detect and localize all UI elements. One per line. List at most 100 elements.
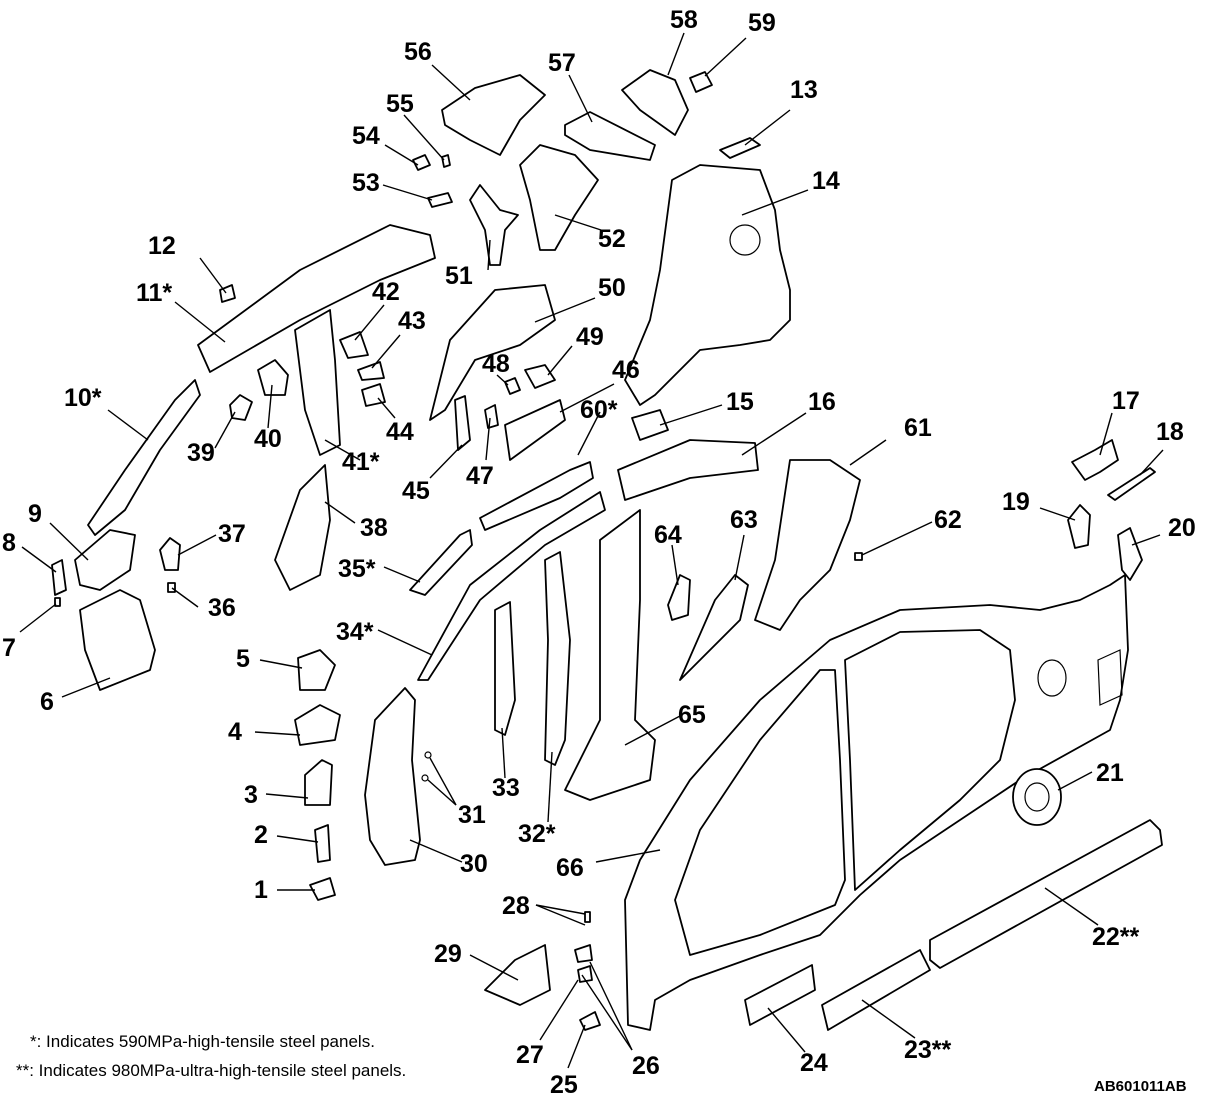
callout-44: 44: [386, 418, 414, 446]
callout-58: 58: [670, 6, 698, 34]
part-3: [304, 759, 333, 806]
legend-note-590mpa: *: Indicates 590MPa-high-tensile steel p…: [30, 1032, 375, 1051]
callout-16: 16: [808, 388, 836, 416]
callout-66: 66: [556, 854, 584, 882]
part-62: [854, 552, 863, 561]
callout-8: 8: [2, 529, 16, 557]
part-4: [294, 704, 341, 746]
part-42: [339, 331, 369, 359]
part-56: [441, 74, 546, 156]
part-66-rear-door-opening: [844, 629, 1016, 891]
part-18: [1107, 467, 1156, 501]
part-32-b-pillar-reinforcement: [544, 551, 571, 766]
callout-50: 50: [598, 274, 626, 302]
callout-54: 54: [352, 122, 380, 150]
callout-25: 25: [550, 1071, 578, 1099]
part-66-front-door-opening: [674, 669, 846, 956]
part-shapes: [51, 69, 1163, 1031]
part-6: [79, 589, 156, 691]
callout-21: 21: [1096, 759, 1124, 787]
callout-65: 65: [678, 701, 706, 729]
callout-45: 45: [402, 477, 430, 505]
part-19: [1067, 504, 1091, 549]
callout-5: 5: [236, 645, 250, 673]
part-40: [257, 359, 289, 396]
callout-9: 9: [28, 500, 42, 528]
callout-24: 24: [800, 1049, 828, 1077]
callout-39: 39: [187, 439, 215, 467]
part-8: [51, 559, 67, 596]
part-24-sill-front: [744, 964, 816, 1026]
callout-26: 26: [632, 1052, 660, 1080]
part-46: [504, 399, 566, 461]
callout-40: 40: [254, 425, 282, 453]
callout-22: 22**: [1092, 923, 1140, 951]
part-48: [504, 377, 521, 395]
part-26: [574, 944, 593, 963]
callout-34: 34*: [336, 618, 374, 646]
callout-32: 32*: [518, 820, 556, 848]
part-30-a-pillar-lower: [364, 687, 421, 866]
part-28: [584, 911, 591, 923]
part-7: [54, 597, 61, 607]
part-49: [524, 364, 556, 389]
part-54: [412, 154, 431, 171]
callout-1: 1: [254, 876, 268, 904]
part-59: [689, 71, 713, 93]
part-14-quarter-inner: [624, 164, 791, 406]
callout-3: 3: [244, 781, 258, 809]
callout-41: 41*: [342, 448, 380, 476]
callout-35: 35*: [338, 555, 376, 583]
part-25: [579, 1011, 601, 1031]
callout-37: 37: [218, 520, 246, 548]
callout-59: 59: [748, 9, 776, 37]
callout-labels: 1 2 3 4 5 6 7 8 9 10* 11* 12 13 14 15 16…: [2, 6, 1196, 1099]
callout-52: 52: [598, 225, 626, 253]
part-39: [229, 394, 253, 421]
part-65-b-pillar-inner: [564, 509, 656, 801]
callout-51: 51: [445, 262, 473, 290]
part-45: [454, 395, 471, 451]
callout-63: 63: [730, 506, 758, 534]
part-53: [427, 192, 453, 208]
callout-62: 62: [934, 506, 962, 534]
callout-11: 11*: [136, 279, 172, 307]
part-27: [577, 965, 593, 983]
figure-code: AB601011AB: [1094, 1078, 1187, 1095]
part-36: [167, 582, 176, 593]
callout-19: 19: [1002, 488, 1030, 516]
part-50: [429, 284, 556, 421]
callout-43: 43: [398, 307, 426, 335]
part-51: [469, 184, 519, 266]
part-9: [74, 529, 136, 591]
callout-29: 29: [434, 940, 462, 968]
part-35: [409, 529, 473, 596]
part-64: [667, 574, 691, 621]
callout-38: 38: [360, 514, 388, 542]
callout-12: 12: [148, 232, 176, 260]
callout-17: 17: [1112, 387, 1140, 415]
callout-31: 31: [458, 801, 486, 829]
callout-4: 4: [228, 718, 242, 746]
part-15: [631, 409, 669, 441]
callout-42: 42: [372, 278, 400, 306]
callout-55: 55: [386, 90, 414, 118]
callout-28: 28: [502, 892, 530, 920]
callout-53: 53: [352, 169, 380, 197]
callout-14: 14: [812, 167, 840, 195]
callout-57: 57: [548, 49, 576, 77]
part-29: [484, 944, 551, 1006]
leader-lines: [19, 32, 1164, 1069]
part-23-sill-reinforcement: [821, 949, 931, 1031]
callout-30: 30: [460, 850, 488, 878]
part-61: [754, 459, 861, 631]
callout-46: 46: [612, 356, 640, 384]
part-2: [314, 824, 331, 863]
callout-2: 2: [254, 821, 268, 849]
part-38: [274, 464, 331, 591]
part-58: [621, 69, 689, 136]
part-11-roof-rail: [197, 224, 436, 373]
part-43: [357, 361, 385, 381]
